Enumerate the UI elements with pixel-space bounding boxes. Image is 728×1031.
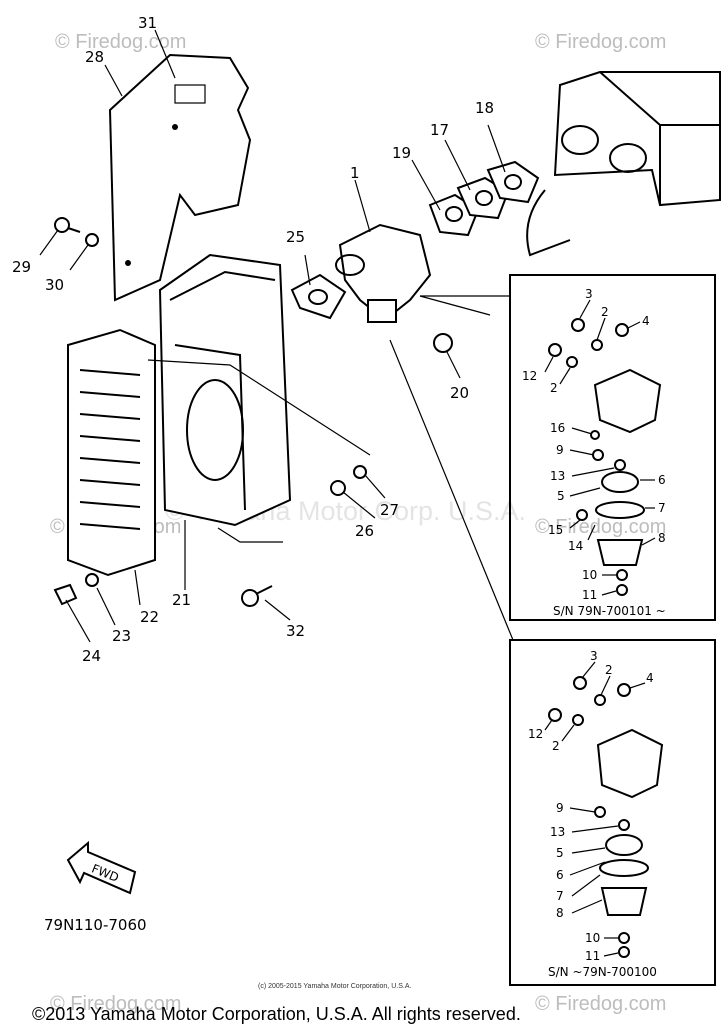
callout-18: 18	[475, 99, 494, 117]
carburetor-1	[335, 223, 432, 323]
fwd-arrow: FWD	[66, 840, 137, 895]
inset-upper-callout-5: 5	[557, 489, 565, 503]
callout-19: 19	[392, 144, 411, 162]
inset-lower-callout-11: 11	[585, 949, 600, 963]
inset-lower-box	[509, 639, 716, 986]
watermark-bottom-right: © Firedog.com	[535, 993, 666, 1015]
inset-lower-callout-10: 10	[585, 931, 600, 945]
inset-lower-callout-6: 6	[556, 868, 564, 882]
callout-26: 26	[355, 522, 374, 540]
inset-lower-callout-3: 3	[590, 649, 598, 663]
inset-upper-callout-6: 6	[658, 473, 666, 487]
inset-lower-callout-4: 4	[646, 671, 654, 685]
inset-upper-callout-15: 15	[548, 523, 563, 537]
inset-lower-callout-12: 12	[528, 727, 543, 741]
callout-29: 29	[12, 258, 31, 276]
gaskets	[290, 160, 540, 320]
callout-25: 25	[286, 228, 305, 246]
callout-17: 17	[430, 121, 449, 139]
air-cleaner-case-21	[158, 253, 292, 527]
inset-upper-callout-12: 12	[522, 369, 537, 383]
inset-upper-callout-11: 11	[582, 588, 597, 602]
footer-copyright: ©2013 Yamaha Motor Corporation, U.S.A. A…	[32, 1004, 521, 1024]
element-cover-22	[67, 328, 156, 577]
engine-block-outline	[526, 71, 721, 257]
inset-lower-callout-2b: 2	[552, 739, 560, 753]
inset-upper-callout-14: 14	[568, 539, 583, 553]
inset-lower-leaders	[544, 661, 646, 957]
callout-30: 30	[45, 276, 64, 294]
inset-upper-callout-9: 9	[556, 443, 564, 457]
callout-21: 21	[172, 591, 191, 609]
inset-lower-serial: S/N ~79N-700100	[548, 965, 657, 979]
callout-32: 32	[286, 622, 305, 640]
inset-upper-leaders	[544, 299, 656, 596]
leader-lines	[39, 29, 514, 643]
inset-lower-callout-13: 13	[550, 825, 565, 839]
inset-lower-callout-7: 7	[556, 889, 564, 903]
callout-27: 27	[380, 501, 399, 519]
shroud-plate-28	[108, 53, 252, 302]
inset-upper-callout-16: 16	[550, 421, 565, 435]
watermark-top-left: © Firedog.com	[55, 31, 186, 53]
inset-lower-callout-9: 9	[556, 801, 564, 815]
watermark-bottom-left: © Firedog.com	[50, 993, 181, 1015]
small-copyright: (c) 2005-2015 Yamaha Motor Corporation, …	[258, 983, 411, 990]
watermark-mid-right: © Firedog.com	[535, 516, 666, 538]
part-code: 79N110-7060	[44, 916, 147, 934]
inset-upper-callout-7: 7	[658, 501, 666, 515]
callout-22: 22	[140, 608, 159, 626]
hardware-bolts-nuts	[53, 217, 453, 607]
callout-31: 31	[138, 14, 157, 32]
callout-1: 1	[350, 164, 360, 182]
inset-upper-callout-3: 3	[585, 287, 593, 301]
callout-24: 24	[82, 647, 101, 665]
inset-lower-callout-2a: 2	[605, 663, 613, 677]
inset-upper-callout-10: 10	[582, 568, 597, 582]
inset-upper-callout-2a: 2	[601, 305, 609, 319]
inset-upper-callout-4: 4	[642, 314, 650, 328]
callout-20: 20	[450, 384, 469, 402]
inset-lower-callout-8: 8	[556, 906, 564, 920]
watermark-top-right: © Firedog.com	[535, 31, 666, 53]
inset-upper-callout-2b: 2	[550, 381, 558, 395]
inset-upper-callout-13: 13	[550, 469, 565, 483]
inset-upper-serial: S/N 79N-700101 ~	[553, 604, 666, 618]
inset-upper-callout-8: 8	[658, 531, 666, 545]
callout-28: 28	[85, 48, 104, 66]
inset-lower-callout-5: 5	[556, 846, 564, 860]
inset-upper-box	[509, 274, 716, 621]
callout-23: 23	[112, 627, 131, 645]
